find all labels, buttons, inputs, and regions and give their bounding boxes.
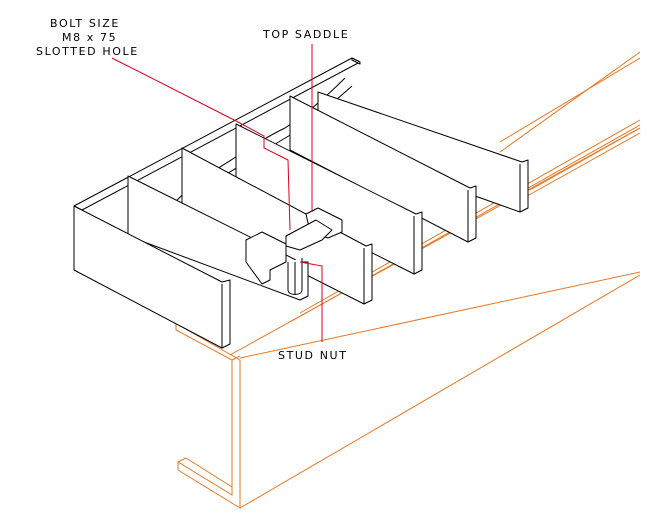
beam-profile-inner (185, 457, 233, 488)
top-saddle-clip (245, 207, 343, 295)
beam-bottom-edge (239, 274, 641, 509)
label-top-saddle: TOP SADDLE (262, 28, 349, 41)
beam-rear-edge (519, 132, 641, 201)
beam-profile (175, 322, 241, 509)
leader-lines (111, 44, 323, 342)
leader-bolt-size (111, 57, 291, 231)
bolt-head (290, 235, 306, 245)
bearing-bar (289, 95, 477, 243)
label-slotted-hole: SLOTTED HOLE (36, 45, 139, 58)
leader-stud-nut (299, 261, 323, 342)
beam-web-edge (239, 271, 641, 359)
beam-flange-edge (229, 127, 641, 356)
label-bolt-spec: M8 x 75 (62, 31, 117, 44)
beam-profile-inner (231, 355, 241, 361)
beam-rear-edge (499, 57, 641, 143)
beam-rear-edge (529, 127, 641, 191)
grating-end-wall (351, 57, 361, 65)
saddle-left-wing (245, 231, 287, 285)
beam-profile-inner (177, 457, 187, 463)
beam-rear-edge (499, 51, 641, 153)
label-bolt-size: BOLT SIZE (50, 17, 120, 30)
label-stud-nut: STUD NUT (278, 349, 348, 362)
grating-panel (73, 57, 529, 349)
